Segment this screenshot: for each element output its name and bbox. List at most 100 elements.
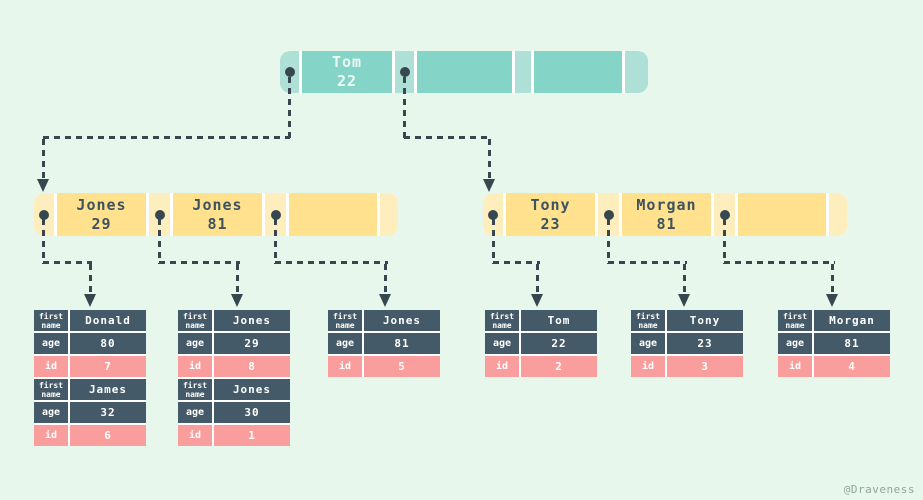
field-label-age: age (778, 333, 812, 354)
field-label-id: id (34, 356, 68, 377)
connector-segment (536, 264, 539, 294)
field-label-id: id (178, 356, 212, 377)
field-value-age: 81 (814, 333, 890, 354)
connector-segment (724, 261, 835, 264)
field-value-id: 3 (667, 356, 743, 377)
key-value: 81 (207, 214, 228, 233)
pointer-dot (399, 67, 410, 77)
connector-segment (384, 264, 387, 294)
field-label-age: age (328, 333, 362, 354)
field-value-id: 1 (214, 425, 290, 446)
field-value-id: 6 (70, 425, 146, 446)
key-name: Jones (192, 195, 243, 214)
connector-segment (236, 264, 239, 294)
field-value-first-name: James (70, 379, 146, 400)
arrow-down-icon (231, 294, 243, 307)
pointer-cell-0 (34, 193, 54, 236)
field-label-first-name: first name (778, 310, 812, 331)
field-value-id: 7 (70, 356, 146, 377)
root-node: Tom 22 (280, 51, 648, 93)
field-label-first-name: first name (34, 310, 68, 331)
key-name: Morgan (636, 195, 697, 214)
field-value-first-name: Donald (70, 310, 146, 331)
end-cap (380, 193, 398, 236)
arrow-down-icon (531, 294, 543, 307)
field-label-age: age (34, 402, 68, 423)
pointer-dot (39, 209, 49, 220)
pointer-dot (488, 209, 498, 220)
field-label-id: id (178, 425, 212, 446)
connector-segment (831, 264, 834, 294)
arrow-down-icon (379, 294, 391, 307)
field-label-id: id (485, 356, 519, 377)
connector-segment (608, 261, 687, 264)
record-table-1: first name Donald age 80 id 7 first name… (34, 310, 146, 446)
key-value: 23 (540, 214, 561, 233)
pointer-dot (154, 209, 165, 220)
field-label-age: age (178, 402, 212, 423)
connector-segment (42, 139, 45, 179)
field-label-age: age (631, 333, 665, 354)
key-value: 29 (91, 214, 112, 233)
connector-segment (275, 261, 388, 264)
field-label-age: age (34, 333, 68, 354)
connector-segment (43, 136, 290, 139)
field-value-age: 80 (70, 333, 146, 354)
connector-segment (159, 261, 240, 264)
connector-segment (607, 219, 610, 264)
root-pointer-cell-0 (280, 51, 299, 93)
pointer-cell-2 (714, 193, 735, 236)
field-value-first-name: Tony (667, 310, 743, 331)
connector-segment (488, 139, 491, 179)
field-label-first-name: first name (178, 379, 212, 400)
field-value-first-name: Tom (521, 310, 597, 331)
field-label-age: age (485, 333, 519, 354)
pointer-dot (603, 209, 614, 220)
field-label-first-name: first name (485, 310, 519, 331)
record-table-2: first name Jones age 29 id 8 first name … (178, 310, 290, 446)
connector-segment (403, 77, 406, 138)
key-cell-0: Jones 29 (57, 193, 146, 236)
field-value-age: 22 (521, 333, 597, 354)
pointer-dot (719, 209, 730, 220)
pointer-dot (284, 67, 295, 77)
key-cell-2 (738, 193, 826, 236)
arrow-down-icon (84, 294, 96, 307)
connector-segment (89, 264, 92, 294)
end-cap (829, 193, 847, 236)
connector-segment (683, 264, 686, 294)
key-name: Tony (530, 195, 571, 214)
field-value-age: 32 (70, 402, 146, 423)
watermark: @Draveness (843, 483, 915, 496)
connector-segment (723, 219, 726, 264)
connector-segment (288, 77, 291, 138)
root-pointer-cell-2 (515, 51, 531, 93)
key-value: 81 (656, 214, 677, 233)
pointer-cell-1 (598, 193, 619, 236)
field-value-id: 4 (814, 356, 890, 377)
root-key-cell-1 (417, 51, 512, 93)
root-key-cell-0: Tom 22 (302, 51, 392, 93)
arrow-down-icon (483, 179, 495, 192)
field-value-first-name: Jones (214, 379, 290, 400)
connector-segment (492, 219, 495, 264)
field-value-age: 30 (214, 402, 290, 423)
field-label-id: id (778, 356, 812, 377)
connector-segment (42, 219, 45, 264)
root-pointer-cell-1 (395, 51, 414, 93)
record-table-4: first name Tom age 22 id 2 (485, 310, 597, 377)
key-cell-2 (289, 193, 377, 236)
field-value-id: 5 (364, 356, 440, 377)
pointer-cell-2 (265, 193, 286, 236)
field-label-first-name: first name (328, 310, 362, 331)
field-label-first-name: first name (34, 379, 68, 400)
field-value-id: 2 (521, 356, 597, 377)
record-table-6: first name Morgan age 81 id 4 (778, 310, 890, 377)
field-value-first-name: Morgan (814, 310, 890, 331)
field-value-first-name: Jones (364, 310, 440, 331)
field-value-age: 23 (667, 333, 743, 354)
root-key-cell-2 (534, 51, 622, 93)
field-value-age: 29 (214, 333, 290, 354)
connector-segment (43, 261, 92, 264)
